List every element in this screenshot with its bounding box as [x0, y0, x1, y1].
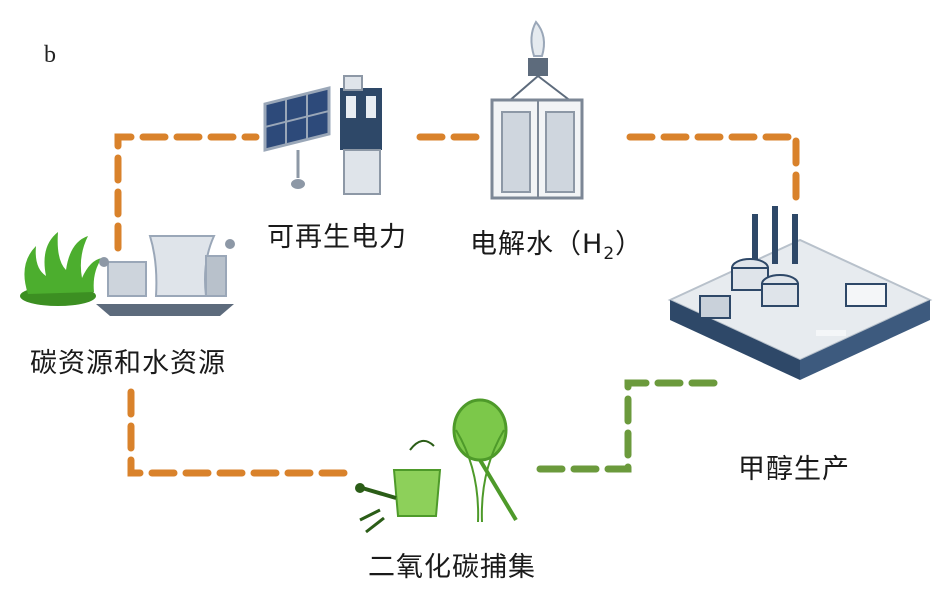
green-path [536, 379, 720, 473]
renewable-power-label: 可再生电力 [267, 222, 407, 253]
co2-capture-label: 二氧化碳捕集 [368, 552, 536, 583]
chemical-plant-icon [667, 206, 933, 380]
electrolysis-label-main: 电解水（H [470, 229, 604, 260]
capture-net-icon [355, 398, 518, 534]
carbon-water-resources-label: 碳资源和水资源 [30, 348, 226, 379]
electrolysis-label-end: ） [615, 229, 644, 260]
orange-path-top [114, 133, 800, 252]
panel-letter: b [44, 42, 56, 68]
electrolysis-label: 电解水（H2） [470, 222, 643, 264]
electrolysis-cell-icon [490, 20, 584, 200]
plant-and-factory-icon [20, 232, 235, 316]
solar-panel-and-power-station-icon [263, 75, 382, 195]
methanol-production-label: 甲醇生产 [738, 454, 850, 485]
electrolysis-label-subscript: 2 [603, 244, 616, 264]
orange-path-bottom [127, 388, 360, 477]
